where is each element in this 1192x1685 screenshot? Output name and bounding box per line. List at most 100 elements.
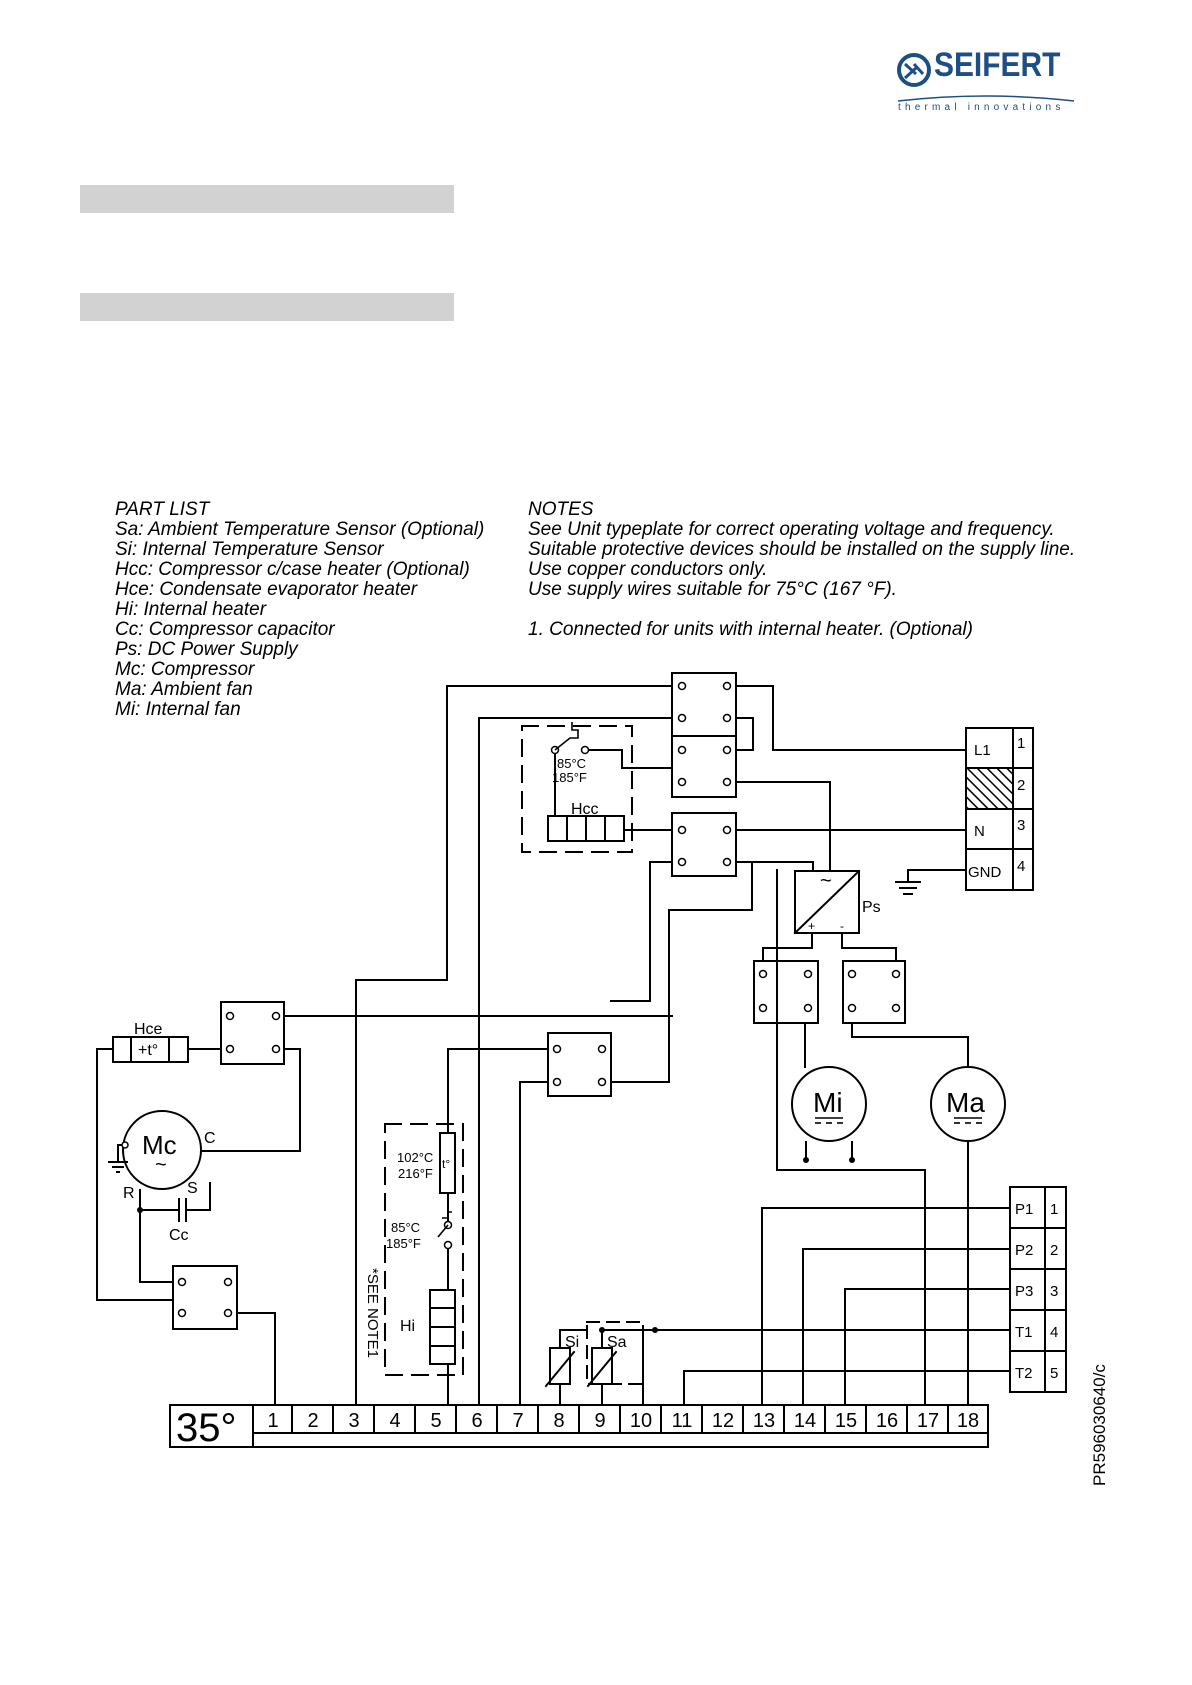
terminal-number: 1 (1050, 1201, 1058, 1218)
controller-terminal-number: 11 (672, 1410, 693, 1432)
controller-terminal-number: 4 (389, 1410, 400, 1432)
part-list-item: Ma: Ambient fan (115, 679, 253, 700)
hi-t1-f: 216°F (398, 1166, 433, 1181)
part-list-item: Hi: Internal heater (115, 599, 267, 620)
hcc-temp-c: 85°C (557, 756, 586, 771)
terminal-blank-hatch (965, 767, 1014, 810)
terminal-number: 3 (1050, 1283, 1058, 1300)
document-reference: PR596030640/c (1090, 1364, 1109, 1486)
terminal-number: 2 (1050, 1242, 1058, 1259)
terminal-label-t2: T2 (1015, 1365, 1033, 1382)
controller-terminal-number: 16 (876, 1410, 898, 1432)
relay-mi (753, 960, 819, 1024)
hi-t2-f: 185°F (386, 1236, 421, 1251)
seifert-logo: SEIFERT thermal innovations (896, 46, 1075, 118)
part-list-item: Si: Internal Temperature Sensor (115, 539, 384, 560)
wires (96, 685, 1011, 1406)
controller-terminal-number: 9 (594, 1410, 605, 1432)
hce-label: Hce (134, 1021, 163, 1038)
note-item: Suitable protective devices should be in… (528, 539, 1076, 560)
mc-label: Mc (142, 1130, 177, 1160)
controller-terminal-number: 15 (835, 1410, 857, 1432)
mc-r-label: R (123, 1185, 135, 1202)
relay-hi (547, 1032, 612, 1097)
part-list-item: Hcc: Compressor c/case heater (Optional) (115, 559, 470, 580)
contact-points (177, 681, 901, 1318)
ma-label: Ma (946, 1087, 985, 1118)
hi-label: Hi (400, 1318, 415, 1335)
terminal-label-gnd: GND (968, 864, 1002, 881)
relay-hcc (671, 812, 737, 877)
diagram-labels: L1 N GND 1 2 3 4 P1 P2 P3 T1 T2 1 2 3 4 … (968, 735, 1058, 1382)
controller-terminal-number: 18 (957, 1410, 979, 1432)
hcc-thermostat-icon (554, 722, 579, 751)
logo-mark-icon (897, 53, 931, 87)
see-note-label: *SEE NOTE1 (364, 1268, 381, 1358)
controller-terminal-number: 10 (630, 1410, 652, 1432)
terminal-label-p3: P3 (1015, 1283, 1033, 1300)
internal-fan-motor (791, 1066, 867, 1142)
mi-label: Mi (813, 1087, 843, 1118)
terminal-number: 4 (1050, 1324, 1058, 1341)
mc-c-label: C (204, 1130, 216, 1147)
terminal-label-p2: P2 (1015, 1242, 1033, 1259)
hi-enclosure (384, 1123, 464, 1376)
controller-terminal-number: 8 (553, 1410, 564, 1432)
hcc-temp-f: 185°F (552, 770, 587, 785)
ps-plus: + (808, 919, 815, 933)
controller-terminal-number: 13 (753, 1410, 775, 1432)
hce-symbol: +t° (138, 1042, 158, 1059)
controller-terminal-number: 7 (512, 1410, 523, 1432)
controller-terminal-numbers: 1 2 3 4 5 6 7 8 9 10 11 12 13 14 15 16 1… (267, 1410, 979, 1432)
ground-icon (108, 1144, 128, 1173)
controller-terminal-number: 2 (307, 1410, 318, 1432)
header-bar-1 (80, 185, 454, 213)
mc-ac-symbol: ~ (155, 1154, 167, 1176)
si-label: Si (565, 1334, 579, 1351)
terminal-number: 2 (1017, 777, 1025, 794)
part-list-item: Ps: DC Power Supply (115, 639, 298, 660)
part-list: PART LIST Sa: Ambient Temperature Sensor… (115, 500, 484, 720)
header-bar-2 (80, 293, 454, 321)
controller-terminal-number: 17 (917, 1410, 939, 1432)
component-labels: 85°C 185°F 102°C 216°F t° 85°C 185°F (386, 756, 587, 1251)
part-list-item: Mi: Internal fan (115, 699, 241, 720)
controller-strip (169, 1404, 989, 1448)
controller-terminal-number: 12 (712, 1410, 734, 1432)
controller-terminal-number: 14 (794, 1410, 816, 1432)
power-supply (794, 870, 860, 934)
relay-mc (172, 1265, 238, 1330)
junction-dots (137, 1157, 855, 1333)
dc-motor-symbols (815, 1117, 982, 1124)
terminal-number: 1 (1017, 735, 1025, 752)
relay-ma (842, 960, 906, 1024)
terminal-number: 3 (1017, 817, 1025, 834)
hi-t1-c: 102°C (397, 1150, 433, 1165)
cc-label: Cc (169, 1227, 189, 1244)
terminal-label-n: N (974, 823, 985, 840)
part-list-item: Sa: Ambient Temperature Sensor (Optional… (115, 519, 485, 540)
part-list-item: Cc: Compressor capacitor (115, 619, 335, 640)
mc-s-label: S (187, 1180, 198, 1197)
part-list-item: Mc: Compressor (115, 659, 255, 680)
part-list-item: Hce: Condensate evaporator heater (115, 579, 418, 600)
terminal-label-p1: P1 (1015, 1201, 1033, 1218)
notes-title: NOTES (528, 499, 594, 520)
logo-tagline: thermal innovations (898, 102, 1065, 113)
controller-terminal-number: 1 (267, 1410, 278, 1432)
hi-t1-symbol: t° (442, 1157, 450, 1171)
controller-label: 35° (176, 1406, 237, 1450)
ps-label: Ps (862, 899, 881, 916)
relay-hce (220, 1001, 285, 1065)
terminal-label-l1: L1 (974, 742, 991, 759)
controller-terminal-number: 6 (471, 1410, 482, 1432)
hcc-enclosure (521, 725, 633, 853)
terminal-label-t1: T1 (1015, 1324, 1033, 1341)
capacitor-icon (178, 1198, 187, 1222)
logo-brand: SEIFERT (934, 46, 1061, 84)
part-list-title: PART LIST (115, 499, 210, 520)
hcc-label: Hcc (571, 801, 599, 818)
ps-ac-symbol: ~ (820, 870, 832, 892)
terminal-number: 4 (1017, 858, 1025, 875)
logo-swoosh (897, 95, 1075, 102)
